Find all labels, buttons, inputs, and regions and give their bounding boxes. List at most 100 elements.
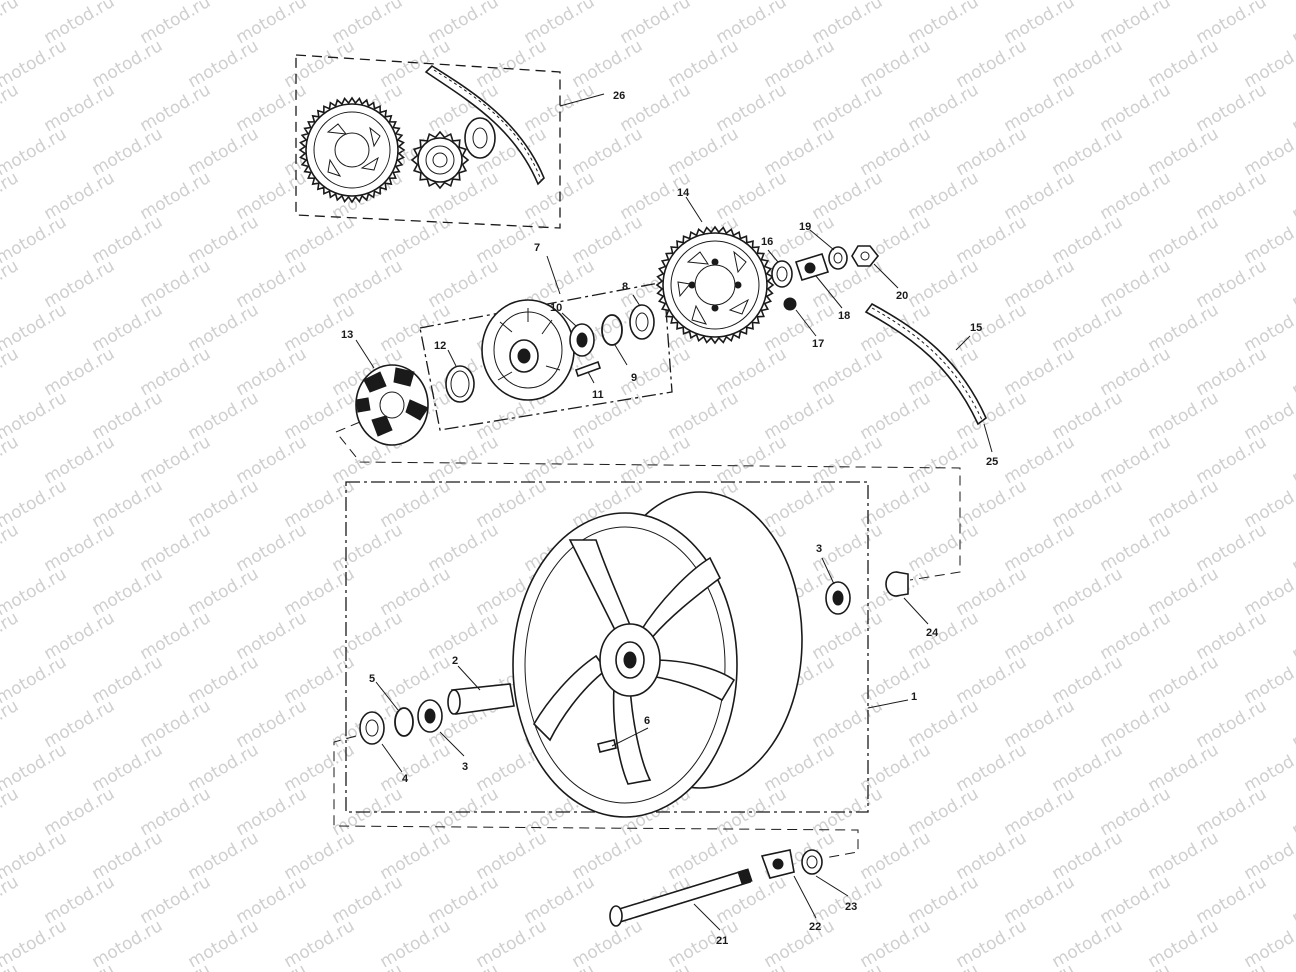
callout-25: 25 <box>986 456 998 468</box>
watermark-text: motod.ru <box>0 520 22 576</box>
watermark-text: motod.ru <box>1241 212 1296 268</box>
watermark-text: motod.ru <box>1241 476 1296 532</box>
callout-3-left: 3 <box>462 761 468 773</box>
watermark-text: motod.ru <box>0 0 22 48</box>
spacer-tube-2[interactable] <box>447 683 515 715</box>
wheel-group <box>345 481 869 818</box>
watermark-text: motod.ru <box>329 960 407 972</box>
watermark-text: motod.ru <box>1241 652 1296 708</box>
watermark-text: motod.ru <box>1289 696 1296 752</box>
watermark-text: motod.ru <box>905 960 983 972</box>
adjuster-22[interactable] <box>760 849 795 879</box>
callout-18: 18 <box>838 310 850 322</box>
seal-4[interactable] <box>359 711 385 745</box>
watermark-text: motod.ru <box>1289 784 1296 840</box>
circlip-9[interactable] <box>601 314 623 346</box>
watermark-text: motod.ru <box>1097 960 1175 972</box>
callout-24: 24 <box>926 627 939 639</box>
watermark-text: motod.ru <box>137 960 215 972</box>
callout-20: 20 <box>896 290 908 302</box>
callout-26: 26 <box>613 90 625 102</box>
washer-19[interactable] <box>828 246 848 270</box>
kit-chain[interactable] <box>424 64 545 186</box>
callout-7: 7 <box>534 242 540 254</box>
leader-lines <box>355 93 993 931</box>
callout-6: 6 <box>644 715 650 727</box>
spacer-8[interactable] <box>629 304 655 340</box>
watermark-text: motod.ru <box>1289 0 1296 48</box>
watermark-text: motod.ru <box>0 344 22 400</box>
cush-drive-hub[interactable] <box>481 299 575 401</box>
watermark-text: motod.ru <box>0 872 22 928</box>
watermark-text: motod.ru <box>1289 608 1296 664</box>
callout-1: 1 <box>911 691 917 703</box>
rear-axle-21[interactable] <box>609 868 753 927</box>
watermark-text: motod.ru <box>1241 916 1296 972</box>
watermark-text: motod.ru <box>0 80 22 136</box>
axle-nut-20[interactable] <box>851 245 880 267</box>
ring-12[interactable] <box>445 365 475 403</box>
callout-3-right: 3 <box>816 543 822 555</box>
watermark-text: motod.ru <box>0 432 22 488</box>
watermark-text: motod.ru <box>425 960 503 972</box>
spacer-24[interactable] <box>885 571 909 597</box>
watermark-text: motod.ru <box>0 608 22 664</box>
watermark-text: motod.ru <box>1289 432 1296 488</box>
bearing-10[interactable] <box>569 323 595 357</box>
adjuster-plate-18[interactable] <box>794 253 830 281</box>
spacer-16[interactable] <box>771 260 793 288</box>
watermark-text: motod.ru <box>1289 256 1296 312</box>
watermark-text: motod.ru <box>809 960 887 972</box>
rear-wheel-1[interactable] <box>512 491 803 818</box>
kit-front-sprocket[interactable] <box>410 130 470 190</box>
bearing-3-right[interactable] <box>825 581 851 615</box>
callout-11: 11 <box>592 389 604 401</box>
valve-6[interactable] <box>597 739 617 753</box>
drive-chain-15[interactable] <box>864 302 987 426</box>
watermark-text: motod.ru <box>1241 740 1296 796</box>
kit-washer[interactable] <box>464 117 496 159</box>
watermark-text: motod.ru <box>1289 80 1296 136</box>
kit-rear-sprocket[interactable] <box>298 96 406 204</box>
pin-11[interactable] <box>574 360 602 378</box>
callout-14: 14 <box>677 187 690 199</box>
chain-kit-group <box>295 54 561 229</box>
watermark-text: motod.ru <box>1289 960 1296 972</box>
circlip-5[interactable] <box>394 707 414 737</box>
watermark-text: motod.ru <box>1241 300 1296 356</box>
watermark-text: motod.ru <box>0 784 22 840</box>
bearing-3-left[interactable] <box>417 699 443 733</box>
callout-13: 13 <box>341 329 353 341</box>
watermark-text: motod.ru <box>0 960 22 972</box>
watermark-text: motod.ru <box>1241 124 1296 180</box>
callout-10: 10 <box>550 302 562 314</box>
watermark-text: motod.ru <box>1289 520 1296 576</box>
cush-rubbers-13[interactable] <box>355 364 429 446</box>
nut-17[interactable] <box>783 297 797 311</box>
cush-drive-group <box>419 281 673 431</box>
watermark-text: motod.ru <box>617 960 695 972</box>
callout-9: 9 <box>631 372 637 384</box>
watermark-text: motod.ru <box>0 696 22 752</box>
callout-8: 8 <box>622 281 628 293</box>
watermark-text: motod.ru <box>0 256 22 312</box>
callout-12: 12 <box>434 340 446 352</box>
watermark-text: motod.ru <box>41 960 119 972</box>
rear-sprocket-14[interactable] <box>655 225 775 345</box>
watermark-text: motod.ru <box>1241 828 1296 884</box>
callout-5: 5 <box>369 673 375 685</box>
callout-16: 16 <box>761 236 773 248</box>
spacer-23[interactable] <box>801 849 823 875</box>
watermark-text: motod.ru <box>1241 36 1296 92</box>
callout-23: 23 <box>845 901 857 913</box>
callout-4: 4 <box>402 773 409 785</box>
watermark-text: motod.ru <box>713 960 791 972</box>
callout-17: 17 <box>812 338 824 350</box>
watermark-text: motod.ru <box>1001 960 1079 972</box>
callout-15: 15 <box>970 322 982 334</box>
watermark-text: motod.ru <box>521 960 599 972</box>
callout-22: 22 <box>809 921 821 933</box>
callout-labels: 26 7 8 10 9 11 12 13 14 16 19 20 18 17 1… <box>341 90 998 947</box>
watermark-text: motod.ru <box>233 960 311 972</box>
